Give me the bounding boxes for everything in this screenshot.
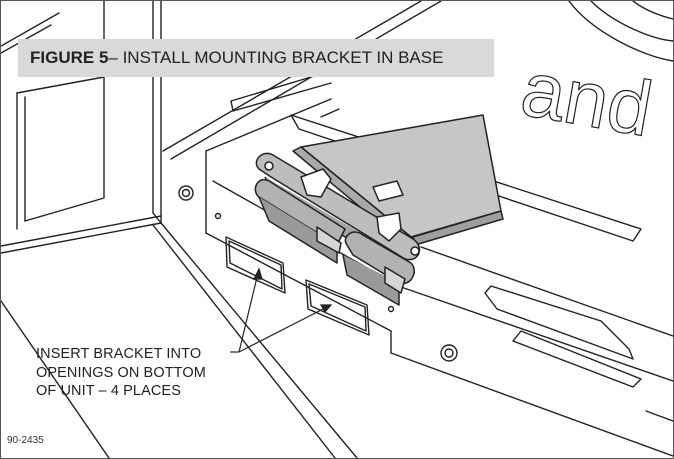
logo-lettering: and <box>515 44 658 153</box>
callout-leaders <box>230 267 333 353</box>
callout-line-3: OF UNIT – 4 PLACES <box>36 383 181 399</box>
callout-line-1: INSERT BRACKET INTO <box>36 346 202 362</box>
screws <box>178 185 458 362</box>
figure-number: FIGURE 5 <box>30 48 109 67</box>
part-code: 90-2435 <box>7 435 44 446</box>
base-slots <box>290 108 673 422</box>
base-openings <box>225 236 370 336</box>
logo-outline <box>568 1 673 62</box>
figure-title: FIGURE 5 – INSTALL MOUNTING BRACKET IN B… <box>18 39 494 77</box>
figure-caption: – INSTALL MOUNTING BRACKET IN BASE <box>108 48 444 67</box>
base-floor-edges <box>1 222 358 458</box>
corner-post <box>152 1 162 224</box>
callout-text: INSERT BRACKET INTO OPENINGS ON BOTTOM O… <box>36 345 206 401</box>
mounting-bracket <box>254 114 504 306</box>
callout-line-2: OPENINGS ON BOTTOM <box>36 364 206 381</box>
